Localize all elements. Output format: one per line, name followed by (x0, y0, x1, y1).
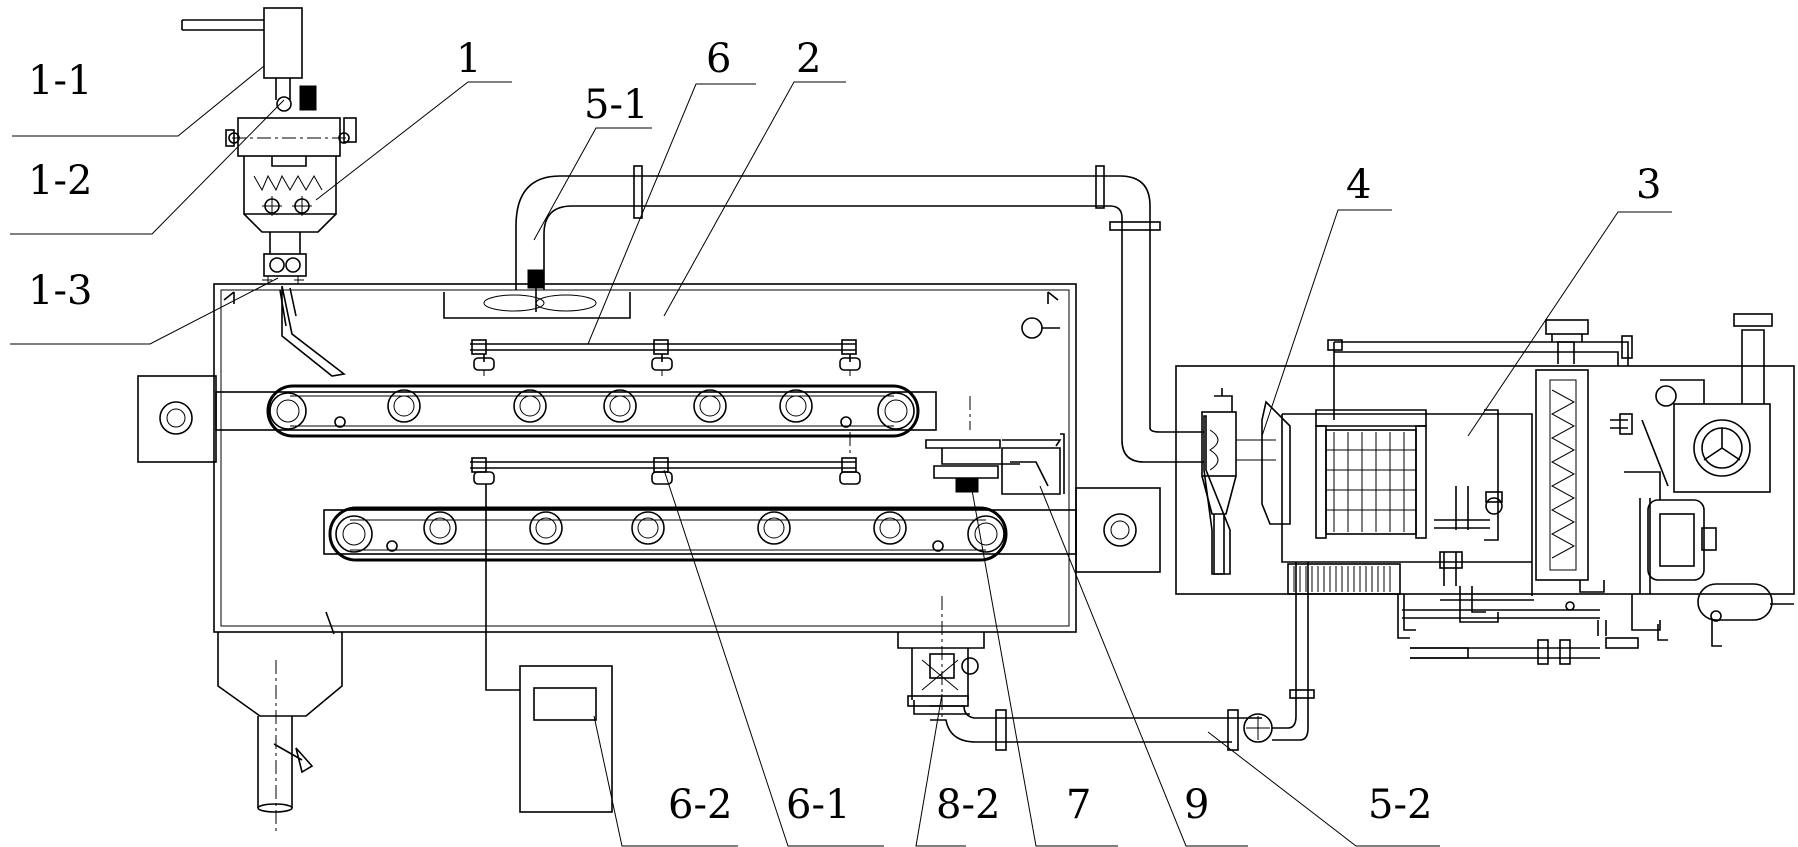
hopper (263, 7, 303, 79)
leader-5-2 (1207, 731, 1440, 847)
heat-pump-cabinet (1175, 365, 1795, 595)
label-1-2: 1-2 (28, 158, 92, 204)
control-cable (485, 484, 520, 691)
label-5-2: 5-2 (1368, 782, 1432, 828)
label-4: 4 (1346, 162, 1371, 208)
lower-conveyor (323, 506, 1077, 562)
label-2: 2 (796, 36, 821, 82)
feeder-assembly (181, 7, 357, 284)
leader-1 (315, 81, 512, 201)
compressor (1647, 499, 1705, 581)
air-return-duct (515, 165, 1204, 463)
label-6-1: 6-1 (786, 782, 850, 828)
drying-chamber (137, 269, 1161, 832)
leader-2 (663, 81, 846, 317)
refrigerant-piping (1397, 409, 1794, 665)
feed-chute (281, 285, 346, 377)
leader-6 (587, 83, 756, 345)
air-supply-duct (930, 562, 1315, 751)
label-7: 7 (1066, 782, 1091, 828)
label-8-2: 8-2 (936, 782, 1000, 828)
lower-belt-rollers (335, 511, 1005, 553)
label-1-3: 1-3 (28, 268, 92, 314)
cyclone-separator (1201, 388, 1291, 575)
feeder-body (243, 156, 337, 215)
duct-flange-4 (995, 709, 1007, 751)
leader-4 (1261, 209, 1392, 437)
label-3: 3 (1636, 162, 1661, 208)
scraper-housing (1001, 447, 1061, 495)
top-fan-housing (443, 292, 631, 319)
label-1-1: 1-1 (28, 58, 92, 104)
leader-lines (10, 65, 1672, 847)
cyclone-body (1201, 411, 1237, 477)
upper-spray-bar (470, 339, 861, 376)
upper-belt-rollers (269, 389, 915, 430)
control-box (485, 484, 613, 813)
screw-conveyor-housing (237, 117, 341, 157)
condenser-coil (1287, 563, 1401, 595)
leader-1-1 (12, 65, 265, 137)
agitator-motor (955, 477, 979, 493)
temperature-sensor (1021, 317, 1043, 339)
upper-conveyor (215, 384, 937, 438)
right-drive-box (1075, 487, 1161, 573)
fan-motor (527, 269, 545, 289)
rotary-valve (263, 253, 307, 277)
leader-9 (1039, 485, 1248, 847)
discharge-hopper (217, 632, 343, 717)
exhaust-fan-box (1673, 403, 1771, 493)
agitator-assembly (925, 433, 1065, 495)
leader-5-1 (533, 127, 652, 241)
duct-flange-1 (633, 165, 643, 219)
left-drive-box (137, 375, 217, 463)
leader-7 (971, 489, 1118, 847)
duct-flange-5 (1227, 709, 1239, 751)
duct-flange-3 (1109, 221, 1161, 231)
leader-8-2 (915, 693, 966, 847)
leader-3 (1467, 211, 1672, 437)
cyclone-duct (1261, 400, 1291, 525)
leader-6-1 (663, 469, 884, 847)
callout-labels: 1-1 1 1-2 1-3 5-1 6 2 4 3 6-2 6-1 8-2 7 … (28, 36, 1661, 828)
label-9: 9 (1184, 782, 1209, 828)
leader-1-3 (10, 277, 279, 345)
leader-1-2 (10, 99, 285, 235)
label-6-2: 6-2 (668, 782, 732, 828)
label-6: 6 (706, 36, 731, 82)
lower-spray-bar (470, 396, 971, 485)
liquid-receiver (1697, 583, 1773, 621)
hopper-inlet-pipe (181, 19, 264, 31)
controller-cabinet (519, 665, 613, 813)
upper-belt-frame (215, 391, 937, 431)
label-5-1: 5-1 (584, 82, 648, 128)
heat-exchanger-column (1535, 369, 1589, 581)
leader-6-2 (593, 715, 738, 847)
feeder-motor (299, 85, 317, 111)
heat-pump-unit (1175, 313, 1795, 665)
chamber-outer-wall (213, 283, 1077, 633)
controller-display (533, 687, 597, 721)
evaporator (1325, 429, 1417, 535)
label-1: 1 (456, 36, 481, 82)
duct-flange-2 (1095, 165, 1105, 209)
